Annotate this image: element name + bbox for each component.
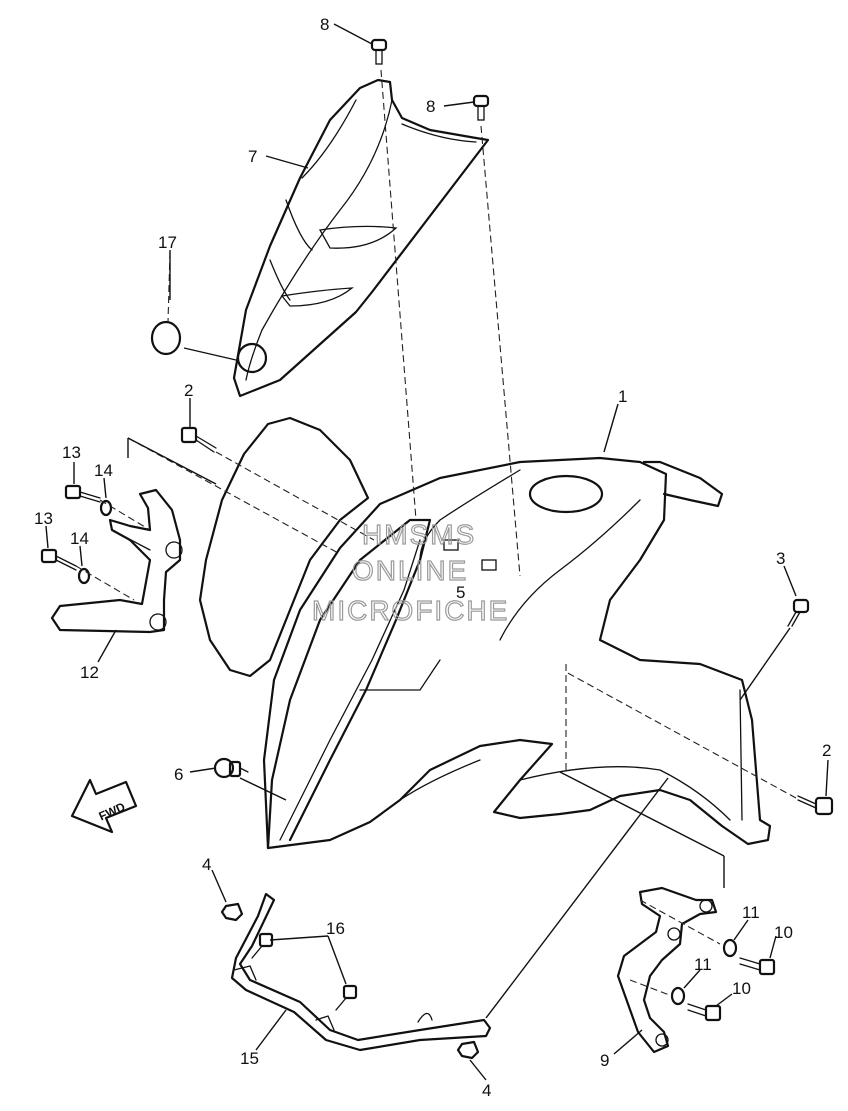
callout-4-lower: 4	[482, 1081, 491, 1100]
fwd-label: FWD	[97, 799, 128, 823]
callout-11-upper: 11	[742, 903, 760, 922]
bolt-part-6	[213, 757, 249, 779]
callout-13-upper: 13	[62, 443, 81, 462]
screw-part-8-left	[370, 38, 388, 65]
callout-10-lower: 10	[732, 979, 751, 998]
bolt-part-13-upper	[64, 484, 101, 503]
front-fender-part-1	[262, 456, 772, 850]
nut-part-4-lower	[456, 1040, 480, 1060]
stay-bar-part-15	[230, 892, 492, 1052]
screw-part-8-right	[472, 94, 490, 121]
callout-1: 1	[618, 387, 627, 406]
callout-14-lower: 14	[70, 529, 89, 548]
callout-5: 5	[456, 583, 465, 602]
callout-8-right: 8	[426, 97, 435, 116]
washer-part-11-upper	[722, 938, 738, 958]
bracket-part-12	[50, 488, 183, 634]
callout-17: 17	[158, 233, 177, 252]
callout-2-upper: 2	[184, 381, 193, 400]
callout-8-top: 8	[320, 15, 329, 34]
watermark: HMSMS ONLINE MICROFICHE	[311, 518, 509, 626]
watermark-line-2: ONLINE	[352, 555, 468, 586]
callout-11-lower: 11	[694, 955, 712, 974]
assembly-lines	[75, 69, 797, 1019]
cover-panel-part-7	[232, 78, 490, 398]
callout-7: 7	[248, 147, 257, 166]
bolt-part-13-lower	[40, 548, 77, 571]
washer-part-14-lower	[77, 567, 91, 585]
callout-13-lower: 13	[34, 509, 53, 528]
bolt-part-2-lower	[797, 795, 834, 816]
callout-15: 15	[240, 1049, 259, 1068]
callout-labels: 8 8 7 17 1 2 13 14 13 14 12 5 3 6 2 4 16…	[34, 15, 831, 1100]
bolt-part-10-upper	[739, 957, 776, 976]
callout-9: 9	[600, 1051, 609, 1070]
callout-6: 6	[174, 765, 183, 784]
washer-part-14-upper	[99, 499, 113, 517]
screw-part-3	[787, 598, 810, 627]
nut-part-4-upper	[220, 902, 244, 922]
fwd-arrow-icon: FWD	[70, 778, 138, 834]
bracket-part-9	[616, 886, 718, 1054]
callout-4-upper: 4	[202, 855, 211, 874]
side-wing-panel	[198, 416, 370, 678]
washer-part-11-lower	[670, 986, 686, 1006]
callout-2-lower: 2	[822, 741, 831, 760]
callout-16: 16	[326, 919, 345, 938]
watermark-line-1: HMSMS	[362, 519, 476, 550]
leader-lines	[45, 23, 829, 1081]
decal-part-17	[150, 320, 182, 356]
bolt-part-16-right	[335, 984, 358, 1011]
callout-14-upper: 14	[94, 461, 113, 480]
watermark-line-3: MICROFICHE	[312, 595, 509, 626]
bolt-part-2-upper	[180, 426, 217, 453]
callout-3: 3	[776, 549, 785, 568]
bolt-part-10-lower	[687, 1003, 722, 1022]
callout-12: 12	[80, 663, 99, 682]
callout-10-upper: 10	[774, 923, 793, 942]
